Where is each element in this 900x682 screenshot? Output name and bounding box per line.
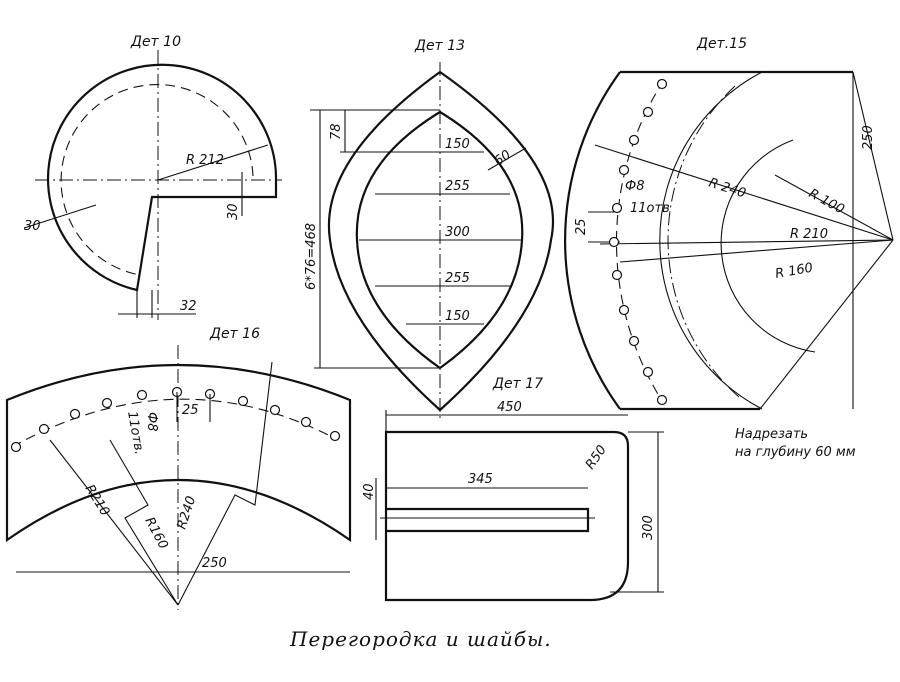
part-16-hole: [10, 441, 22, 453]
part-13-w2: 255: [445, 179, 470, 194]
part-13-top-label: 78: [329, 123, 344, 140]
part-15-r100-line: [774, 174, 894, 241]
part-15-outline: [563, 70, 853, 411]
part-15-r4: R 160: [774, 261, 814, 282]
part-15-hole-label: Ф8: [625, 179, 644, 194]
part-13-title: Дет 13: [414, 38, 465, 54]
part-10-outline: [47, 63, 278, 292]
part-15-title: Дет.15: [696, 36, 747, 52]
part-15-holes: [608, 78, 668, 406]
part-10-radius-label: R 212: [186, 153, 224, 168]
part-13-w3: 300: [445, 225, 470, 240]
part-15-holes-label: 11отв: [630, 201, 670, 216]
part-10-height-label: 30: [226, 203, 241, 220]
part-16-outline: [5, 363, 352, 543]
part-15-edge-line-top: [852, 71, 894, 241]
part-10-w-dimline: [23, 204, 97, 229]
part-16-hole: [300, 416, 312, 428]
part-15-note-line2: на глубину 60 мм: [735, 445, 856, 460]
part-15-hole: [611, 202, 623, 214]
part-13-w4: 255: [445, 271, 470, 286]
part-16-r240-line: [177, 361, 273, 606]
part-15-pitch-label: 25: [574, 218, 589, 235]
part-16: Дет 16 Ф8 11отв. 25 R210 R160 R240 250: [5, 326, 352, 610]
figure-caption: Перегородка и шайбы.: [289, 627, 552, 651]
part-16-hole: [38, 423, 50, 435]
part-15-r2: R 100: [806, 186, 847, 217]
part-16-hole: [237, 395, 249, 407]
part-15-r160-line: [619, 239, 894, 263]
part-16-hole-label: Ф8: [144, 412, 159, 431]
part-16-bolt-arc: [11, 398, 339, 448]
part-15-edge-line: [759, 239, 894, 410]
part-15-note-line1: Надрезать: [735, 427, 808, 442]
part-16-r2: R160: [141, 515, 170, 552]
part-15-r210-line: [599, 239, 894, 245]
part-15-hole: [656, 394, 668, 406]
part-17-slot-label: 345: [468, 472, 493, 487]
part-17-r-label: R50: [583, 443, 610, 473]
part-10-width-label: 30: [24, 219, 41, 234]
part-16-hole: [69, 408, 81, 420]
part-15-hole: [628, 335, 640, 347]
part-15-h-label: 250: [861, 125, 876, 150]
part-16-r210-line: [49, 439, 179, 606]
part-15-hole: [608, 236, 620, 248]
part-16-hole: [136, 389, 148, 401]
part-17: Дет 17 450 R50 345 40 300: [362, 376, 664, 602]
part-15: Дет.15 R 240 R 100 R 210 R 160 250 Ф8 11…: [563, 36, 894, 460]
part-10-bolt-circle: [60, 83, 254, 276]
part-17-outline: [384, 430, 630, 602]
part-15-hole: [618, 304, 630, 316]
part-16-pitch-label: 25: [182, 403, 199, 418]
part-16-w-label: 250: [202, 556, 227, 571]
part-16-r160-line: [109, 439, 179, 606]
part-13-w1: 150: [445, 137, 470, 152]
part-17-slot: [386, 507, 590, 533]
part-16-holes: [10, 386, 341, 453]
part-13-w5: 150: [445, 309, 470, 324]
part-13: Дет 13 150 255 300 255 150 60 78 6*76=46…: [304, 38, 555, 420]
part-16-hole: [101, 397, 113, 409]
part-15-bolt-arc: [615, 79, 665, 405]
part-16-hole: [329, 430, 341, 442]
part-10-b-label: 32: [180, 299, 197, 314]
part-15-r240-line: [594, 144, 894, 241]
part-15-hole: [642, 106, 654, 118]
part-15-arc-r160: [659, 71, 763, 410]
part-15-hole: [618, 164, 630, 176]
part-17-h-label: 300: [641, 515, 656, 540]
part-16-hole: [269, 404, 281, 416]
part-13-total-label: 6*76=468: [304, 223, 319, 290]
part-15-arc-r100: [720, 139, 816, 353]
part-16-r1: R210: [82, 482, 113, 519]
part-16-title: Дет 16: [209, 326, 260, 342]
part-17-s-label: 40: [362, 483, 377, 500]
part-15-hole: [628, 134, 640, 146]
part-10-title: Дет 10: [130, 34, 181, 50]
part-15-hole: [656, 78, 668, 90]
part-15-hole: [611, 269, 623, 281]
part-10-radius-line: [157, 144, 269, 181]
part-15-hole: [642, 366, 654, 378]
part-16-holes-label: 11отв.: [124, 410, 146, 456]
part-10: Дет 10 R 212 30 30 32: [23, 34, 282, 320]
part-15-r3: R 210: [790, 227, 828, 242]
part-13-outer: [327, 70, 555, 412]
part-17-title: Дет 17: [492, 376, 543, 392]
part-17-w-label: 450: [497, 400, 522, 415]
part-13-band-dimline: [487, 147, 527, 171]
